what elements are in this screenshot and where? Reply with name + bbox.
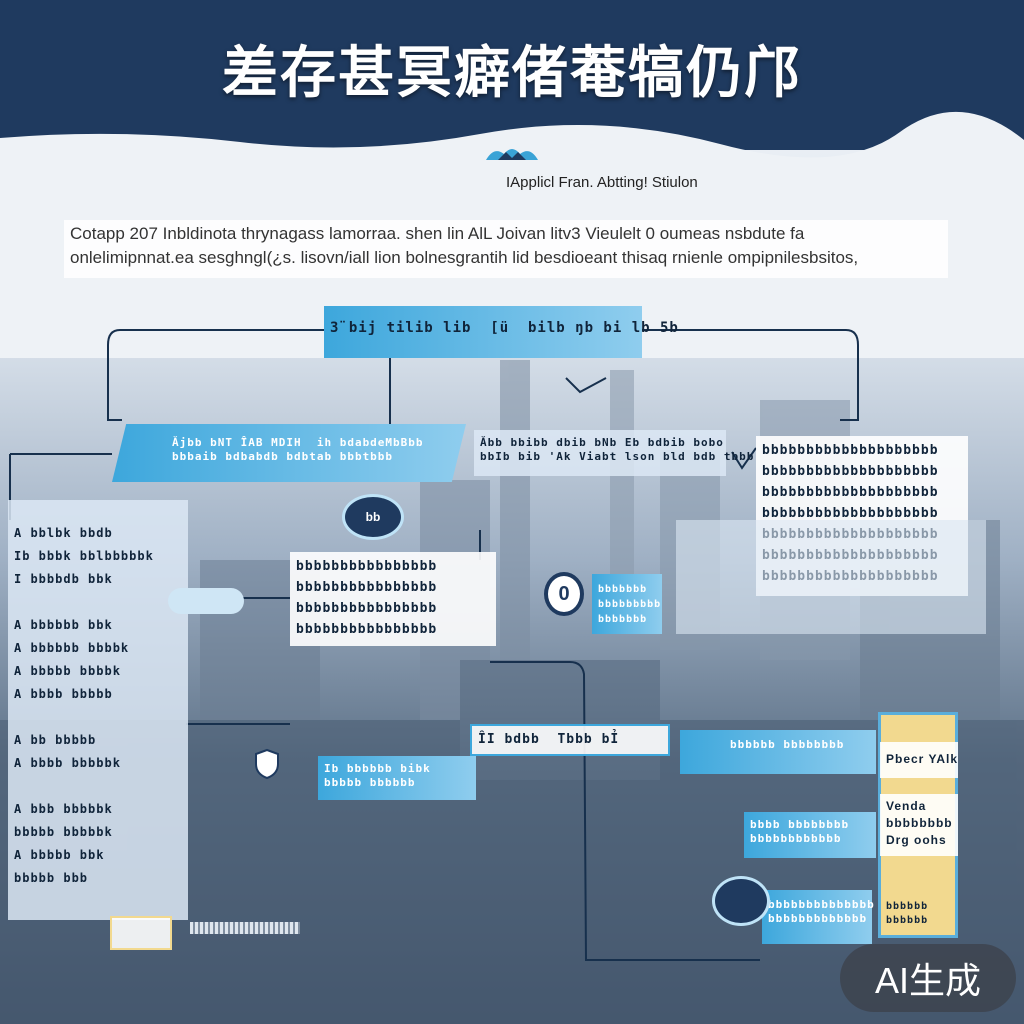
left-banner-box[interactable]: Ăjbb bNT ÎAB MDIH ih bdabdeMbBbb bbbaib …	[112, 424, 466, 482]
mid-dense-text: bbbbbbbbbbbbbbbb bbbbbbbbbbbbbbbb bbbbbb…	[296, 559, 438, 637]
middle-node-circle[interactable]: 0	[544, 572, 584, 616]
right-stack-box-2[interactable]: bbbbbbbbbbbbbb bbbbbbbbbbbbb	[762, 890, 875, 944]
lower-left-banner-text: Ib bbbbbb bibk bbbbb bbbbbb	[324, 762, 431, 789]
lower-right-banner-text: bbbbbb bbbbbbbb	[730, 738, 845, 751]
yellow-label-2[interactable]: Venda bbbbbbbb Drg oohs	[880, 794, 958, 856]
intro-text: Cotapp 207 Inbldinota thrynagass lamorra…	[64, 220, 948, 278]
upper-node-label: bb	[365, 510, 381, 524]
left-banner-text: Ăjbb bNT ÎAB MDIH ih bdabdeMbBbb bbbaib …	[172, 436, 424, 463]
right-pale-panel	[676, 520, 986, 634]
yellow-label-1-text: Pbecr YAlk	[886, 752, 959, 766]
left-panel[interactable]: A bblbk bbdb Ib bbbk bblbbbbbk I bbbbdb …	[8, 500, 188, 920]
right-stack-text-2: bbbbbbbbbbbbbb bbbbbbbbbbbbb	[768, 898, 875, 925]
page-title: 差存甚冥癖偖菴犒仍邝	[222, 40, 802, 106]
top-center-box[interactable]: 3̈ bij tilib lib [ü bilb ŋb bi lb 5b	[324, 306, 679, 358]
lower-right-banner[interactable]: bbbbbb bbbbbbbb	[680, 730, 876, 774]
header-band	[0, 0, 1024, 150]
mid-small-box[interactable]: bbbbbbb bbbbbbbbb bbbbbbb	[592, 574, 662, 634]
center-tag-text: ÎI bdbb Tbbb bỈ	[478, 732, 620, 747]
upper-node-circle[interactable]: bb	[342, 494, 404, 540]
diagram-subtitle: IApplicl Fran. Abtting! Stiulon	[506, 174, 698, 191]
yellow-label-3-text: bbbbbb bbbbbb	[886, 901, 929, 926]
bottom-left-footer-box	[110, 916, 172, 950]
right-stack-box-1[interactable]: bbbb bbbbbbbb bbbbbbbbbbbb	[744, 812, 876, 858]
yellow-label-2-text: Venda bbbbbbbb Drg oohs	[886, 799, 953, 847]
lower-node-circle[interactable]	[712, 876, 770, 926]
intro-line-2: onlelimipnnat.ea sesghngl(¿s. lisovn/ial…	[70, 248, 859, 267]
center-banner-box[interactable]: Ăbb bbibb dbib bNb Eb bdbib bobo bbIb bi…	[474, 430, 755, 476]
left-connector-chip-text	[168, 588, 244, 598]
mid-dense-box[interactable]: bbbbbbbbbbbbbbbb bbbbbbbbbbbbbbbb bbbbbb…	[290, 552, 496, 646]
left-panel-text: A bblbk bbdb Ib bbbk bblbbbbbk I bbbbdb …	[14, 526, 154, 885]
ai-generated-badge: AI生成	[840, 944, 1016, 1012]
right-stack-text-1: bbbb bbbbbbbb bbbbbbbbbbbb	[750, 818, 850, 845]
intro-line-1: Cotapp 207 Inbldinota thrynagass lamorra…	[70, 224, 805, 243]
mountain-cloud-icon	[486, 149, 538, 160]
center-tag-box[interactable]: ÎI bdbb Tbbb bỈ	[470, 724, 670, 756]
left-connector-chip[interactable]	[168, 588, 244, 614]
bottom-left-footer-bar	[190, 922, 300, 934]
mid-small-text: bbbbbbb bbbbbbbbb bbbbbbb	[598, 584, 662, 625]
shield-icon	[255, 748, 279, 780]
top-center-box-text: 3̈ bij tilib lib [ü bilb ŋb bi lb 5b	[330, 320, 679, 336]
center-banner-text: Ăbb bbibb dbib bNb Eb bdbib bobo bbIb bi…	[480, 436, 755, 463]
yellow-label-3[interactable]: bbbbbb bbbbbb	[880, 896, 958, 936]
yellow-label-1[interactable]: Pbecr YAlk	[880, 742, 958, 778]
lower-node-label	[715, 879, 767, 923]
lower-left-banner[interactable]: Ib bbbbbb bibk bbbbb bbbbbb	[318, 756, 476, 800]
middle-node-label: 0	[558, 582, 570, 605]
